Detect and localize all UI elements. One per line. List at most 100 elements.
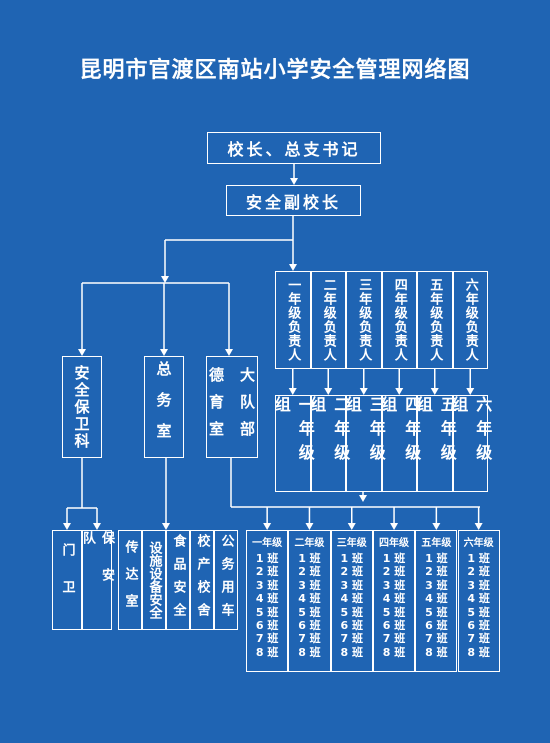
class-item: 7 班 bbox=[467, 632, 490, 646]
arrowhead bbox=[63, 523, 71, 530]
class-item: 2 班 bbox=[425, 565, 448, 579]
arrowhead bbox=[395, 388, 404, 395]
grade-group-box: 二年级组 bbox=[307, 395, 350, 492]
security-dept-box: 安全保卫科 bbox=[62, 356, 102, 458]
class-item: 6 班 bbox=[382, 619, 406, 633]
class-item: 8 班 bbox=[467, 645, 490, 659]
class-grade-label: 一年级 bbox=[252, 538, 283, 549]
class-grade-label: 六年级 bbox=[463, 538, 494, 549]
grade-head-box: 二年级负责人 bbox=[310, 271, 346, 369]
class-item: 6 班 bbox=[298, 619, 321, 633]
general-affairs-box: 总务室 bbox=[144, 356, 184, 458]
class-item: 6 班 bbox=[425, 619, 448, 633]
vice-principal-box: 安全副校长 bbox=[226, 185, 361, 216]
general-sub-box: 食品安全 bbox=[166, 530, 190, 630]
class-item: 8 班 bbox=[255, 645, 279, 659]
class-grade-label: 二年级 bbox=[294, 538, 325, 549]
grade-head-box: 三年级负责人 bbox=[346, 271, 382, 369]
class-item: 5 班 bbox=[298, 605, 321, 619]
class-item: 8 班 bbox=[340, 645, 363, 659]
class-item: 4 班 bbox=[255, 592, 279, 606]
class-item: 4 班 bbox=[382, 592, 406, 606]
class-grade-label: 五年级 bbox=[421, 538, 452, 549]
class-item: 4 班 bbox=[467, 592, 490, 606]
class-item: 6 班 bbox=[255, 619, 279, 633]
class-item: 1 班 bbox=[340, 552, 363, 565]
grade-head-box: 四年级负责人 bbox=[381, 271, 417, 369]
class-item: 5 班 bbox=[382, 605, 406, 619]
arrowhead bbox=[324, 388, 333, 395]
class-item: 3 班 bbox=[425, 578, 448, 592]
principal-box: 校长、总支书记 bbox=[207, 132, 381, 164]
class-item: 1 班 bbox=[382, 552, 406, 565]
class-item: 3 班 bbox=[382, 578, 406, 592]
security-sub-box: 保安队 bbox=[80, 530, 114, 630]
grade-head-box: 五年级负责人 bbox=[417, 271, 453, 369]
grade-group-box: 一年级组 bbox=[272, 395, 315, 492]
class-item: 2 班 bbox=[382, 565, 406, 579]
class-item: 3 班 bbox=[298, 578, 321, 592]
class-item: 1 班 bbox=[255, 552, 279, 565]
security-sub-box: 门卫 bbox=[52, 530, 82, 630]
grade-group-box: 六年级组 bbox=[449, 395, 492, 492]
class-item: 8 班 bbox=[298, 645, 321, 659]
arrowhead bbox=[289, 264, 297, 271]
arrowhead bbox=[225, 349, 233, 356]
arrowhead bbox=[160, 349, 168, 356]
class-item: 7 班 bbox=[425, 632, 448, 646]
class-item: 2 班 bbox=[298, 565, 321, 579]
general-sub-box: 设施设备安全 bbox=[142, 530, 166, 630]
grade-group-box: 五年级组 bbox=[414, 395, 457, 492]
arrowhead bbox=[305, 523, 314, 530]
arrowhead bbox=[390, 523, 399, 530]
arrowhead bbox=[93, 523, 101, 530]
class-item: 5 班 bbox=[425, 605, 448, 619]
arrowhead bbox=[474, 523, 483, 530]
arrowhead bbox=[430, 388, 439, 395]
class-item: 2 班 bbox=[255, 565, 279, 579]
brigade-label: 大队部 bbox=[238, 366, 256, 448]
grade-group-box: 三年级组 bbox=[343, 395, 386, 492]
class-item: 7 班 bbox=[382, 632, 406, 646]
arrowhead bbox=[466, 388, 475, 395]
class-item: 7 班 bbox=[340, 632, 363, 646]
class-item: 8 班 bbox=[382, 645, 406, 659]
arrowhead bbox=[290, 178, 298, 185]
class-item: 2 班 bbox=[340, 565, 363, 579]
general-sub-box: 校产校舍 bbox=[190, 530, 214, 630]
arrowhead bbox=[162, 523, 170, 530]
arrowhead bbox=[347, 523, 356, 530]
class-grade-label: 三年级 bbox=[336, 538, 367, 549]
class-item: 3 班 bbox=[255, 578, 279, 592]
class-item: 4 班 bbox=[425, 592, 448, 606]
class-item: 7 班 bbox=[298, 632, 321, 646]
arrowhead bbox=[432, 523, 441, 530]
class-item: 1 班 bbox=[467, 552, 490, 565]
class-item: 5 班 bbox=[467, 605, 490, 619]
class-item: 4 班 bbox=[340, 592, 363, 606]
class-item: 5 班 bbox=[255, 605, 279, 619]
class-grade-label: 四年级 bbox=[379, 538, 410, 549]
grade-group-box: 四年级组 bbox=[378, 395, 421, 492]
arrowhead bbox=[263, 523, 272, 530]
grade-head-box: 六年级负责人 bbox=[452, 271, 488, 369]
general-sub-box: 公务用车 bbox=[214, 530, 238, 630]
moral-office-label: 德育室 bbox=[207, 366, 225, 448]
arrowhead bbox=[78, 349, 86, 356]
class-item: 8 班 bbox=[425, 645, 448, 659]
class-item: 7 班 bbox=[255, 632, 279, 646]
moral-education-box: 德育室 大队部 bbox=[206, 356, 258, 458]
class-item: 3 班 bbox=[467, 578, 490, 592]
general-sub-box: 传达室 bbox=[118, 530, 142, 630]
grade-head-box: 一年级负责人 bbox=[275, 271, 311, 369]
arrowhead bbox=[359, 495, 367, 502]
class-item: 6 班 bbox=[340, 619, 363, 633]
arrowhead bbox=[359, 388, 368, 395]
arrowhead bbox=[288, 388, 297, 395]
